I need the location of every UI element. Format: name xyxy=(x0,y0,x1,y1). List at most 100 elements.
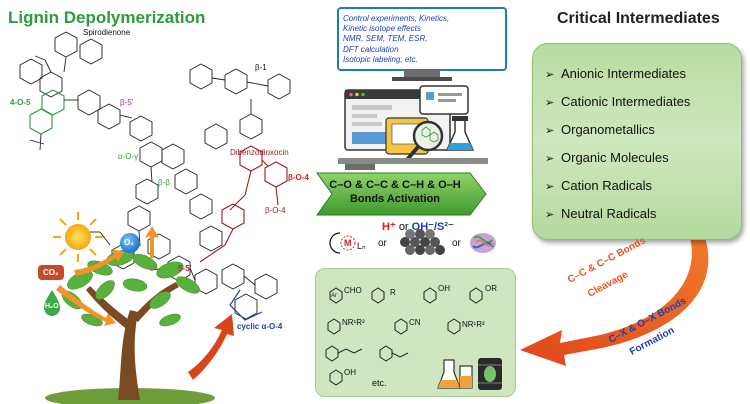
chevron-right-icon: ➢ xyxy=(545,181,555,193)
4o5-label: 4-O-5 xyxy=(10,98,31,107)
intermediates-panel: ➢ Anionic Intermediates ➢ Cationic Interme… xyxy=(532,43,742,240)
aryl-label: Ar xyxy=(331,293,337,299)
phenol-label: OH xyxy=(344,368,356,377)
water-drop-icon xyxy=(44,290,60,316)
cyclic-alpha-o4-label: cyclic α-O-4 xyxy=(237,322,283,331)
ring-4o5-b xyxy=(29,108,53,135)
bond-activation-banner xyxy=(316,172,487,216)
exchange-arrows xyxy=(56,226,159,326)
tree-trunk xyxy=(118,310,140,400)
nitrile-label: CN xyxy=(409,318,421,327)
amine-label: NR¹R² xyxy=(462,320,485,329)
monitor-text: Control experiments, Kinetics, Kinetic i… xyxy=(343,14,501,65)
tree-to-lignin-arrow xyxy=(188,314,234,380)
beta-beta-label: β-β xyxy=(158,178,170,187)
sun-icon xyxy=(53,212,103,262)
or-label: or xyxy=(398,221,409,233)
intermediate-item: ➢ Cation Radicals xyxy=(545,178,652,193)
ring-h xyxy=(135,178,159,205)
ring-i xyxy=(127,205,151,232)
co2-label: CO₂ xyxy=(43,268,59,277)
aldehyde-label: CHO xyxy=(344,286,362,295)
tree-illustration xyxy=(38,212,234,404)
monitor-line: Control experiments, Kinetics, xyxy=(343,14,450,23)
intermediate-item: ➢ Neutral Radicals xyxy=(545,206,656,221)
chevron-right-icon: ➢ xyxy=(545,153,555,165)
spirodienone-label: Spirodienone xyxy=(83,28,131,37)
bond-activation-line: C–O & C–C & C–H & O–H xyxy=(329,179,461,191)
intermediate-item: ➢Organic Molecules xyxy=(545,150,669,165)
analysis-illustration xyxy=(337,7,507,170)
ring-e xyxy=(129,115,153,142)
intermediate-label: Neutral Radicals xyxy=(561,206,657,221)
ring-dbd-a xyxy=(239,145,263,172)
monitor-line: NMR, SEM, TEM, ESR, xyxy=(343,34,428,44)
intermediate-item: ➢ Anionic Intermediates xyxy=(545,66,686,81)
intermediate-item: ➢ Cationic Intermediates xyxy=(545,94,690,109)
ring-r2 xyxy=(224,68,248,95)
ring-b xyxy=(19,58,43,85)
ring-r5 xyxy=(204,123,228,150)
catalyst-text: H⁺ or OH⁻/S²⁻ xyxy=(382,220,454,233)
ring-r4 xyxy=(239,113,263,140)
nanoparticle-icon xyxy=(400,229,445,255)
barrel-icon xyxy=(478,358,502,390)
acid-label: H⁺ xyxy=(382,221,396,233)
ring-r1 xyxy=(189,63,213,90)
o2-label: O₂ xyxy=(124,238,134,247)
enzyme-icon xyxy=(470,233,496,253)
ring-f xyxy=(139,141,163,168)
lignin-title: Lignin Depolymerization xyxy=(8,8,206,27)
or-label: or xyxy=(378,238,387,249)
chevron-right-icon: ➢ xyxy=(545,69,555,81)
ring-r3 xyxy=(267,73,291,100)
ring-spirodienone-a xyxy=(54,31,78,58)
intermediates-title: Critical Intermediates xyxy=(557,10,720,27)
ring-d xyxy=(97,103,121,130)
intermediate-label: Organometallics xyxy=(561,122,655,137)
alpha-o-gamma-label: α-O-γ xyxy=(118,152,139,161)
beta5-label: β-5' xyxy=(120,98,134,107)
intermediate-label: Cationic Intermediates xyxy=(561,94,691,109)
intermediates-to-products-arrow xyxy=(520,238,709,366)
chevron-right-icon: ➢ xyxy=(545,97,555,109)
base-label: OH⁻/S²⁻ xyxy=(411,221,454,233)
co2-badge xyxy=(38,265,64,280)
ring-c xyxy=(77,89,101,116)
intermediate-item: ➢ Organometallics xyxy=(545,122,655,137)
intermediate-label: Anionic Intermediates xyxy=(561,66,687,81)
monitor-line: Isotopic labeling, etc. xyxy=(343,54,418,64)
ligand-label: Lₙ xyxy=(357,241,366,251)
monitor-line: DFT calculation xyxy=(343,44,399,54)
ligand-arc-left xyxy=(329,232,341,254)
ketone-r-label: R xyxy=(390,288,396,297)
acid-oh-label: OH xyxy=(438,284,450,293)
monitor-line: Kinetic isotope effects xyxy=(343,24,421,34)
o2-bubble xyxy=(120,233,140,253)
chevron-right-icon: ➢ xyxy=(545,125,555,137)
catalyst-icons xyxy=(329,229,496,255)
ring-m2 xyxy=(189,193,213,220)
ring-b5 xyxy=(234,293,258,320)
ring-b4 xyxy=(254,273,278,300)
ring-m1 xyxy=(174,168,198,195)
ring-m3 xyxy=(199,225,223,252)
amide-label: NR¹R² xyxy=(342,318,365,327)
intermediate-label: Cation Radicals xyxy=(561,178,653,193)
ring-g xyxy=(161,143,185,170)
or-label: or xyxy=(452,238,461,249)
h2o-label: H₂O xyxy=(45,303,59,310)
beaker-icons xyxy=(437,359,473,389)
cyclic-aO4-bond xyxy=(229,289,263,321)
ring-dbd-b xyxy=(264,161,288,188)
metal-label: M xyxy=(344,238,352,248)
chevron-right-icon: ➢ xyxy=(545,209,555,221)
five-five-label: 5-5' xyxy=(178,264,192,273)
beta1-label: β-1 xyxy=(255,63,267,72)
ring-spirodienone-b xyxy=(79,38,103,65)
ring-b3 xyxy=(221,263,245,290)
bond-activation-text: C–O & C–C & C–H & O–H Bonds Activation xyxy=(320,178,470,206)
ester-or-label: OR xyxy=(485,284,497,293)
